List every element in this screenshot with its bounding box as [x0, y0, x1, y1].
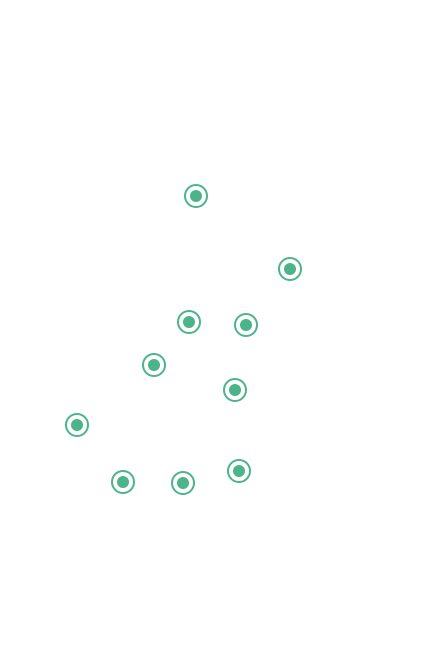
- marker-6[interactable]: [223, 378, 247, 402]
- marker-7[interactable]: [65, 413, 89, 437]
- target-marker-icon: [117, 476, 129, 488]
- marker-4[interactable]: [234, 313, 258, 337]
- target-marker-icon: [71, 419, 83, 431]
- target-marker-icon: [148, 359, 160, 371]
- marker-9[interactable]: [111, 470, 135, 494]
- target-marker-icon: [190, 190, 202, 202]
- target-marker-icon: [183, 316, 195, 328]
- marker-1[interactable]: [184, 184, 208, 208]
- target-marker-icon: [284, 263, 296, 275]
- marker-8[interactable]: [227, 459, 251, 483]
- target-marker-icon: [177, 477, 189, 489]
- marker-10[interactable]: [171, 471, 195, 495]
- marker-2[interactable]: [278, 257, 302, 281]
- target-marker-icon: [233, 465, 245, 477]
- marker-5[interactable]: [142, 353, 166, 377]
- target-marker-icon: [240, 319, 252, 331]
- target-marker-icon: [229, 384, 241, 396]
- marker-3[interactable]: [177, 310, 201, 334]
